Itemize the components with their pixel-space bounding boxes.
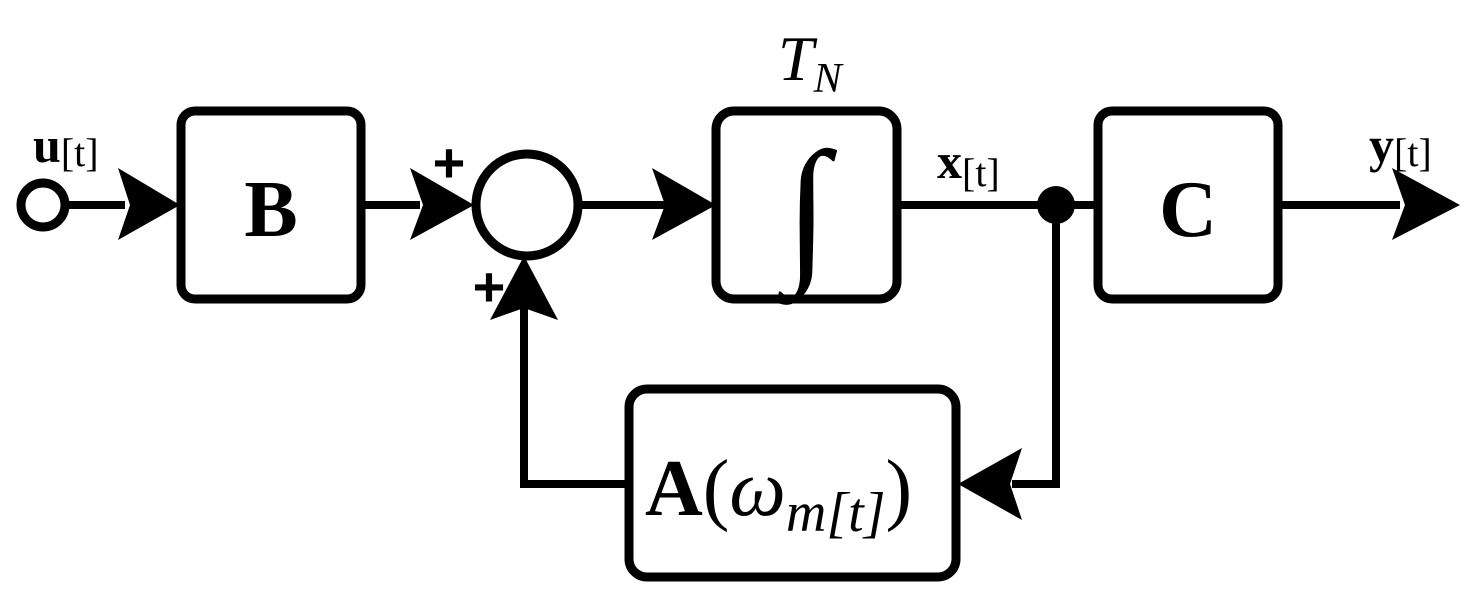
output-label: y[t] [1369, 117, 1432, 175]
input-terminal [16, 178, 70, 232]
state-label: x[t] [937, 133, 1000, 195]
integrator-caption: TN [778, 23, 844, 102]
arrow-into-sum [410, 168, 474, 240]
arrow-into-integrator [652, 168, 716, 240]
wire-feedback-to-a [1012, 205, 1060, 488]
input-label: u[t] [33, 117, 99, 175]
summing-junction [471, 149, 583, 261]
arrow-into-b [118, 168, 180, 240]
arrow-output [1392, 168, 1460, 240]
sum-sign-top: + [433, 131, 466, 194]
arrow-into-sum-bottom [490, 256, 558, 320]
block-c-label: C [1159, 166, 1217, 254]
integral-symbol: ∫ [776, 119, 837, 305]
wire-a-to-sum [520, 305, 629, 488]
arrow-into-a [958, 448, 1022, 520]
block-b-label: B [244, 166, 297, 254]
block-a-label: A(ωm[t]) [645, 445, 912, 544]
